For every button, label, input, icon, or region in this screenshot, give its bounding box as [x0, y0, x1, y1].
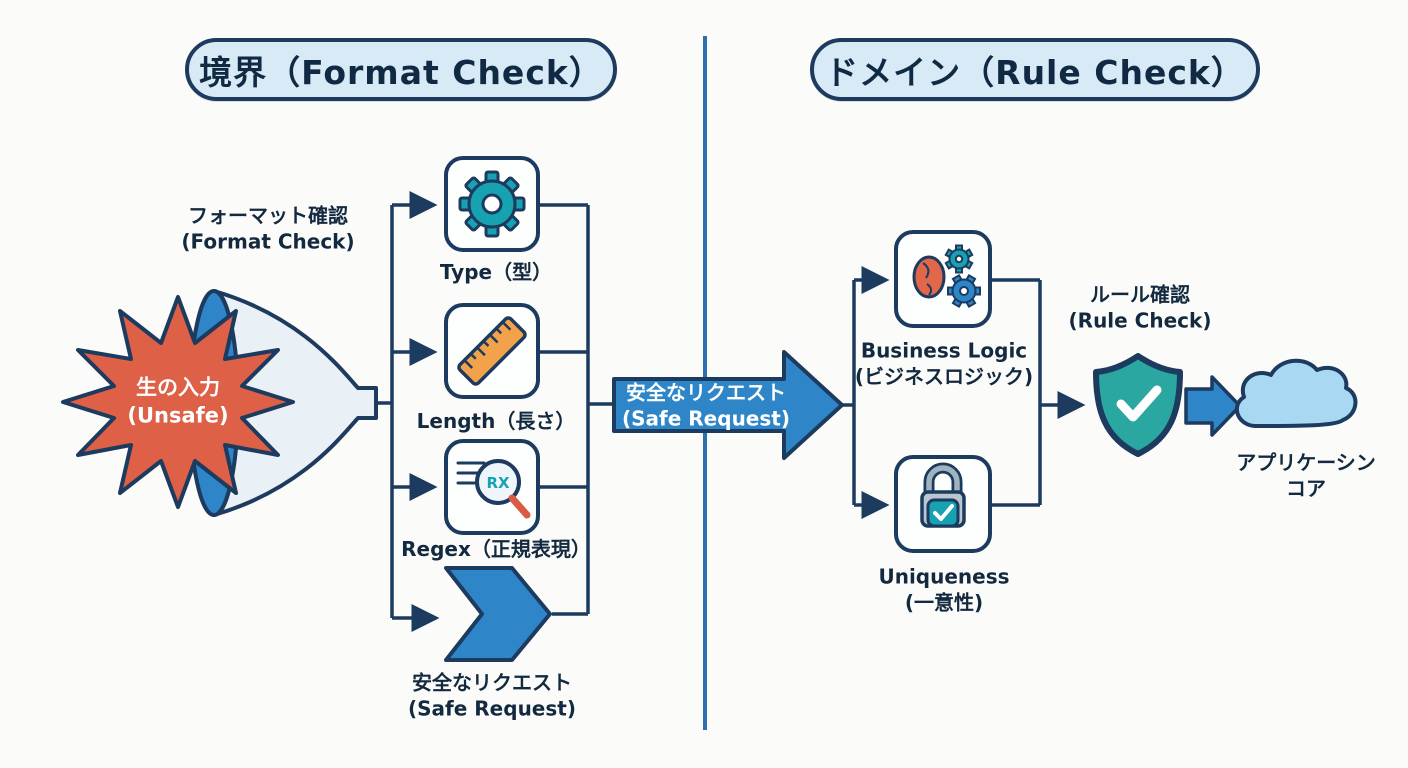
label-line: (一意性)	[904, 591, 984, 615]
gear-icon	[458, 170, 526, 238]
left-connectors	[376, 191, 614, 632]
label-line: Business Logic	[860, 338, 1028, 363]
label-line: フォーマット確認	[187, 203, 348, 228]
section-title-boundary: 境界（Format Check）	[185, 38, 617, 101]
label-line: (ビジネスロジック)	[854, 365, 1034, 389]
app-core-label: アプリケーシン コア	[1236, 450, 1376, 503]
label-line: 安全なリクエスト	[626, 380, 786, 405]
transfer-arrow-label: 安全なリクエスト (Safe Request)	[622, 380, 790, 433]
label-line: (Rule Check)	[1068, 309, 1212, 333]
brain-gears-icon	[912, 244, 981, 308]
safe-request-chevron	[444, 566, 552, 662]
rule-check-label: ルール確認 (Rule Check)	[1069, 282, 1212, 335]
raw-input-label: 生の入力 (Unsafe)	[127, 374, 228, 429]
label-line: ルール確認	[1089, 282, 1190, 307]
uniqueness-label: Uniqueness (一意性)	[878, 564, 1009, 617]
safe-request-label: 安全なリクエスト (Safe Request)	[408, 670, 576, 723]
regex-icon-text: RX	[486, 474, 510, 492]
raw-input-burst	[61, 295, 295, 509]
label-line: コア	[1285, 477, 1326, 501]
lock-check-icon	[920, 462, 966, 528]
label-line: 安全なリクエスト	[412, 670, 572, 695]
format-check-label: フォーマット確認 (Format Check)	[181, 203, 354, 256]
section-title-boundary-text: 境界（Format Check）	[199, 52, 603, 92]
regex-magnifier-icon: RX	[456, 459, 531, 519]
label-line: (Safe Request)	[622, 407, 790, 431]
ruler-icon	[457, 316, 527, 386]
label-line: アプリケーシン	[1236, 450, 1376, 475]
transfer-arrow	[612, 350, 844, 460]
funnel-body	[212, 289, 378, 517]
label-line: Type（型）	[439, 259, 553, 284]
core-arrow	[1184, 375, 1242, 437]
label-line: (Format Check)	[181, 230, 355, 254]
label-line: Uniqueness	[878, 564, 1010, 589]
label-line: 生の入力	[136, 375, 220, 400]
cloud-icon	[1234, 358, 1358, 428]
label-line: (Unsafe)	[127, 403, 229, 427]
regex-check-label: Regex（正規表現）	[401, 536, 591, 562]
business-logic-label: Business Logic (ビジネスロジック)	[855, 338, 1033, 391]
section-title-domain: ドメイン（Rule Check）	[810, 38, 1260, 101]
length-check-label: Length（長さ）	[417, 408, 576, 434]
right-connectors	[842, 266, 1086, 519]
shield-check-icon	[1093, 353, 1183, 457]
label-line: (Safe Request)	[408, 697, 576, 721]
label-line: Length（長さ）	[416, 408, 576, 433]
type-check-label: Type（型）	[440, 259, 552, 285]
section-title-domain-text: ドメイン（Rule Check）	[825, 52, 1245, 92]
label-line: Regex（正規表現）	[401, 536, 591, 561]
